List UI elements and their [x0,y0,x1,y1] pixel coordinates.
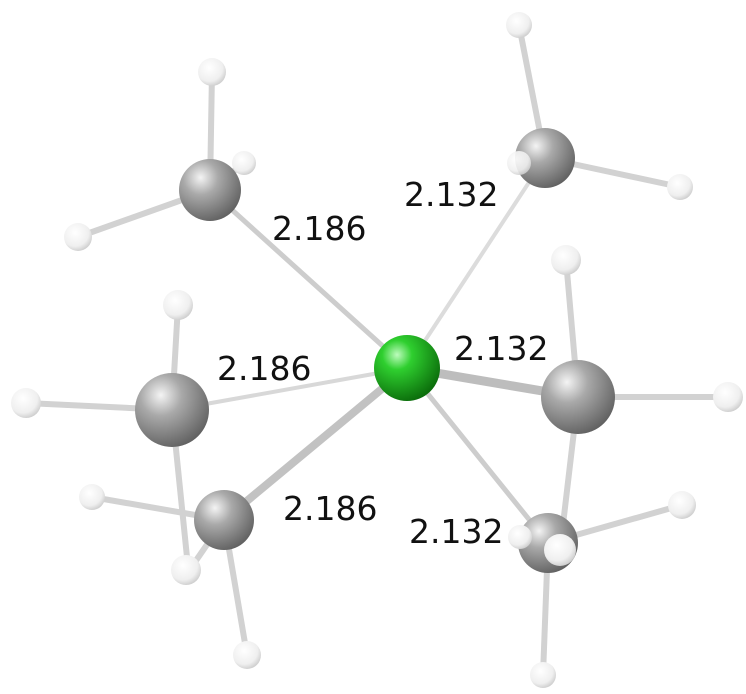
hydrogen-atom [198,58,226,86]
carbon-atom-lower-left [194,490,254,550]
hydrogen-atom [233,641,261,669]
central-metal-atom [374,335,440,401]
hydrogen-atoms [11,12,743,688]
hydrogen-atom [530,662,556,688]
bond-upper-left [207,187,410,371]
ch-bonds [23,22,731,678]
hydrogen-atom [232,151,256,175]
front-hydrogen-atoms [507,151,576,566]
bond-upper-right [405,156,547,370]
bond-label-middle-right: 2.132 [454,329,548,368]
carbon-atom-upper-right [515,128,575,188]
carbon-atom-right [541,360,615,434]
bond-lower-right [404,365,551,546]
hydrogen-atom [171,555,201,585]
carbon-atom-left [135,373,209,447]
bond-label-upper-right: 2.132 [404,175,498,214]
hydrogen-atom [668,491,696,519]
bond-label-middle-left: 2.186 [217,349,311,388]
bond-label-lower-left: 2.186 [283,489,377,528]
bond-lower-left [220,364,411,524]
hydrogen-atom [506,12,532,38]
hydrogen-atom [163,290,193,320]
hydrogen-atom [667,174,693,200]
hydrogen-atom [544,534,576,566]
carbon-atom-upper-left [179,159,241,221]
hydrogen-atom [507,151,531,175]
hydrogen-atom [79,484,105,510]
hydrogen-atom [11,388,41,418]
hydrogen-atom [64,223,92,251]
bond-middle-left [170,366,409,412]
bond-label-upper-left: 2.186 [272,209,366,248]
hydrogen-atom [713,382,743,412]
hydrogen-atom [551,245,581,275]
bond-label-lower-right: 2.132 [409,512,503,551]
hydrogen-atom [508,525,532,549]
bond-length-labels: 2.186 2.132 2.186 2.132 2.186 2.132 [217,175,548,551]
